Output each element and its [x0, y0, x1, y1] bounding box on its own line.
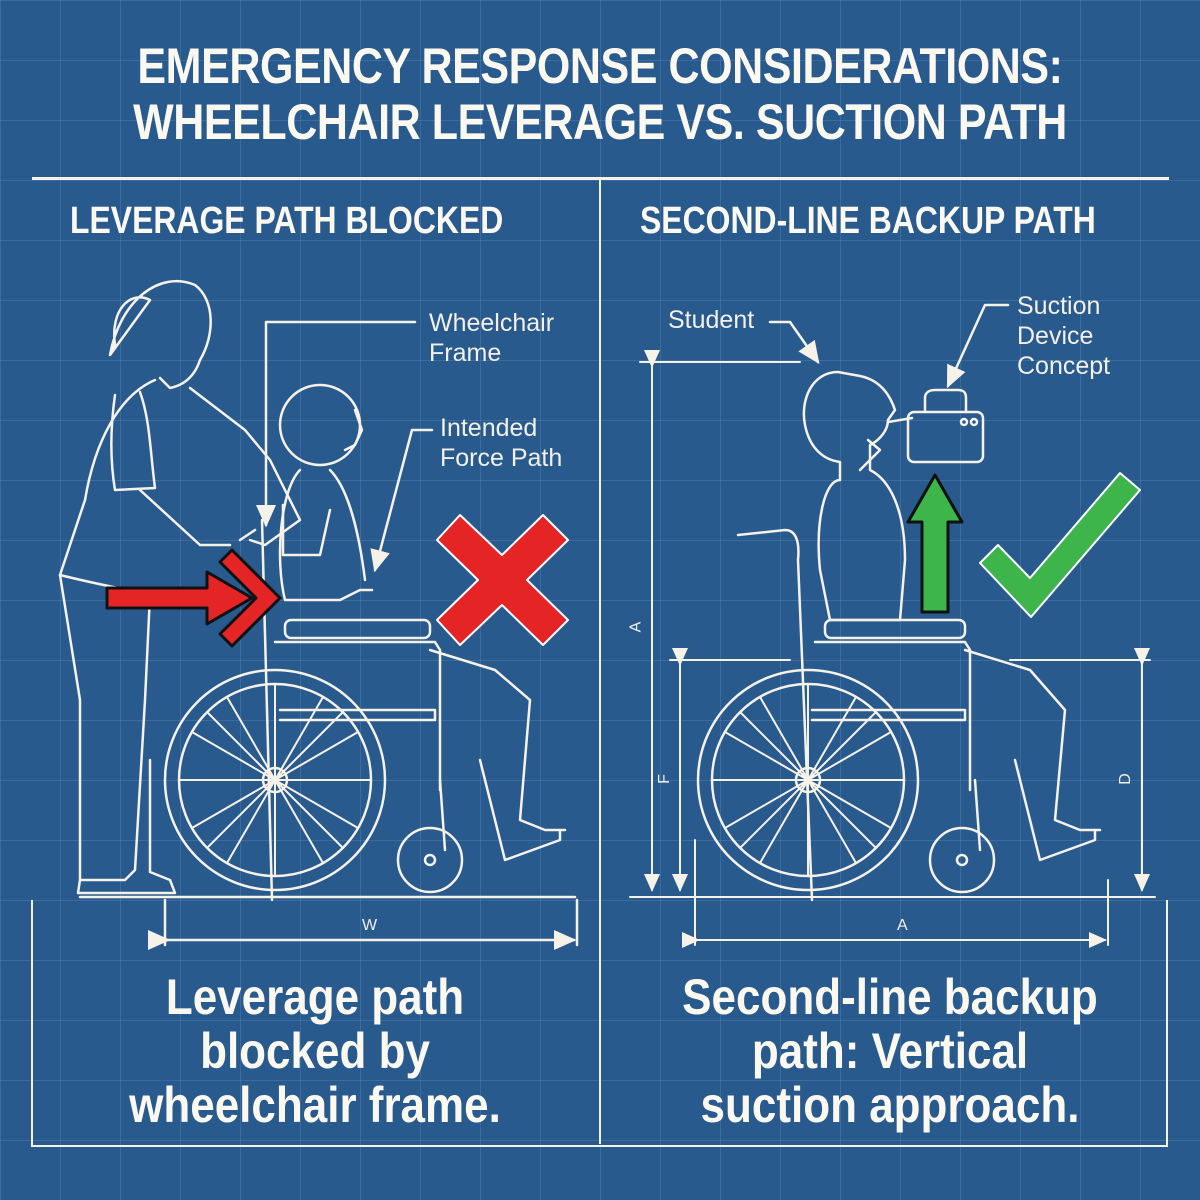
side-height-dimension-label: D [1116, 773, 1134, 785]
width-dimension-label-left: W [362, 917, 378, 934]
width-dimension-label-right: A [897, 917, 908, 934]
page-title: EMERGENCY RESPONSE CONSIDERATIONS: WHEEL… [84, 38, 1116, 150]
student-callout: Student [668, 306, 755, 334]
red-right-arrow-icon [105, 548, 282, 648]
dimension-lines-right [629, 350, 1156, 948]
student-figure-left [278, 383, 374, 602]
height-dimension-label: A [627, 621, 645, 633]
green-up-arrow-icon [906, 473, 964, 614]
intended-force-path-callout: Intended Force Path [440, 414, 563, 472]
suction-device-callout: Suction Device Concept [1017, 292, 1111, 380]
left-panel-heading: LEVERAGE PATH BLOCKED [70, 200, 504, 242]
red-x-icon [436, 514, 569, 646]
title-line-1: EMERGENCY RESPONSE CONSIDERATIONS: [137, 38, 1063, 94]
device-callout-leader [946, 303, 1010, 389]
student-figure-right [802, 370, 914, 622]
right-panel-heading: SECOND-LINE BACKUP PATH [640, 200, 1096, 242]
force-callout-leader [370, 428, 434, 573]
wheelchair-frame-callout: Wheelchair Frame [429, 309, 555, 367]
panel-divider [599, 178, 601, 1144]
green-check-icon [979, 472, 1141, 618]
wheelchair-right [696, 528, 1102, 902]
caption-frame [31, 900, 1168, 1147]
wheelchair-left [163, 518, 567, 902]
seat-height-dimension-label: F [655, 774, 673, 784]
student-callout-leader [768, 320, 820, 365]
suction-device-icon [906, 388, 985, 464]
left-caption: Leverage path blocked by wheelchair fram… [129, 969, 501, 1133]
frame-callout-leader [256, 320, 417, 528]
title-line-2: WHEELCHAIR LEVERAGE VS. SUCTION PATH [133, 94, 1067, 150]
right-caption: Second-line backup path: Vertical suctio… [682, 969, 1098, 1133]
